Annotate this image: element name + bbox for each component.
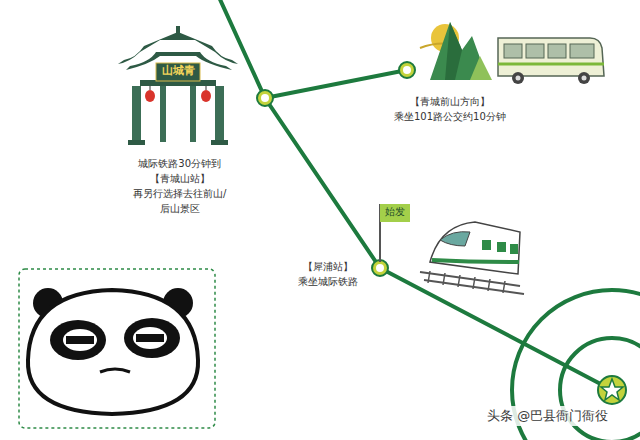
bus-icon-part (498, 38, 604, 76)
route-note: 【青城前山方向】 乘坐101路公交约10分钟 (394, 94, 506, 124)
station-circles (257, 62, 415, 276)
train-icon-part (482, 240, 491, 250)
city-gate-part (145, 90, 155, 102)
train-icon-part (428, 271, 505, 293)
station-circles-part (399, 62, 415, 78)
train-icon-part-part (443, 273, 445, 285)
station-circles-part (376, 264, 384, 272)
panda-box-part (63, 329, 97, 351)
panda-box-part (66, 336, 94, 344)
station-circles-part (261, 94, 269, 102)
mountain-scene-part (445, 22, 462, 80)
city-gate-part (156, 63, 200, 81)
city-gate-part (132, 86, 141, 142)
route-line-part (265, 70, 407, 98)
panda-box (19, 269, 215, 428)
city-gate-part (160, 86, 166, 142)
city-gate-part (176, 26, 180, 34)
train-icon-part-part (428, 271, 430, 283)
star-terminus-part (601, 379, 623, 400)
city-gate-part (211, 140, 228, 145)
train-icon-part (497, 242, 506, 252)
star-terminus-part (598, 376, 626, 404)
train-icon-part-part (458, 275, 460, 287)
city-gate-part (118, 32, 238, 64)
train-icon-part-part (473, 277, 475, 289)
train-icon-part (432, 260, 519, 262)
station-circles-part (403, 66, 411, 74)
star-terminus (598, 376, 626, 404)
panda-box-part (28, 290, 198, 414)
bus-icon-part (526, 44, 544, 58)
city-gate-part (206, 86, 207, 90)
bus-icon-part (570, 44, 594, 58)
mountain-scene (420, 22, 492, 80)
watermark: 头条 @巴县衙门衙役 (485, 406, 610, 426)
train-icon-part-part (503, 281, 505, 293)
panda-box-part (133, 327, 167, 349)
train-icon-part (440, 232, 470, 246)
city-gate-part (201, 90, 211, 102)
flag-text: 始发 (385, 206, 405, 218)
mountain-scene-part (470, 56, 492, 80)
bus-icon-part (498, 63, 604, 66)
bus-icon-part (516, 76, 521, 81)
city-gate-part (150, 86, 151, 90)
train-icon-part (510, 244, 518, 254)
train-icon-part (430, 222, 520, 274)
panda-box-part (136, 334, 164, 342)
train-icon-part-part (488, 279, 490, 291)
route-line-part (218, 0, 612, 390)
gate-sign: 青城山 (162, 64, 195, 77)
panda-box-part (19, 269, 215, 428)
bus-icon-part (578, 72, 590, 84)
city-gate-part (215, 86, 224, 142)
start-flag-part (380, 204, 410, 222)
station-circles-part (257, 90, 273, 106)
train-icon (420, 222, 524, 294)
bus-icon-part (582, 76, 587, 81)
station-note: 【犀浦站】 乘坐城际铁路 (298, 259, 358, 289)
city-gate-part (128, 140, 145, 145)
route-note: 城际铁路30分钟到【青城山站】 再另行选择去往前山/后山景区 (133, 156, 226, 216)
panda-box-part (124, 318, 180, 358)
panda-box-part (50, 320, 106, 360)
bus-icon-part (512, 72, 524, 84)
bus-icon-part (548, 44, 566, 58)
bus-icon (498, 38, 604, 84)
start-flag (380, 204, 410, 262)
bus-icon-part (504, 44, 522, 58)
station-circles-part (372, 260, 388, 276)
panda-box-part (100, 369, 130, 372)
city-gate (118, 26, 238, 145)
city-gate-part (190, 86, 196, 142)
route-line (218, 0, 640, 440)
